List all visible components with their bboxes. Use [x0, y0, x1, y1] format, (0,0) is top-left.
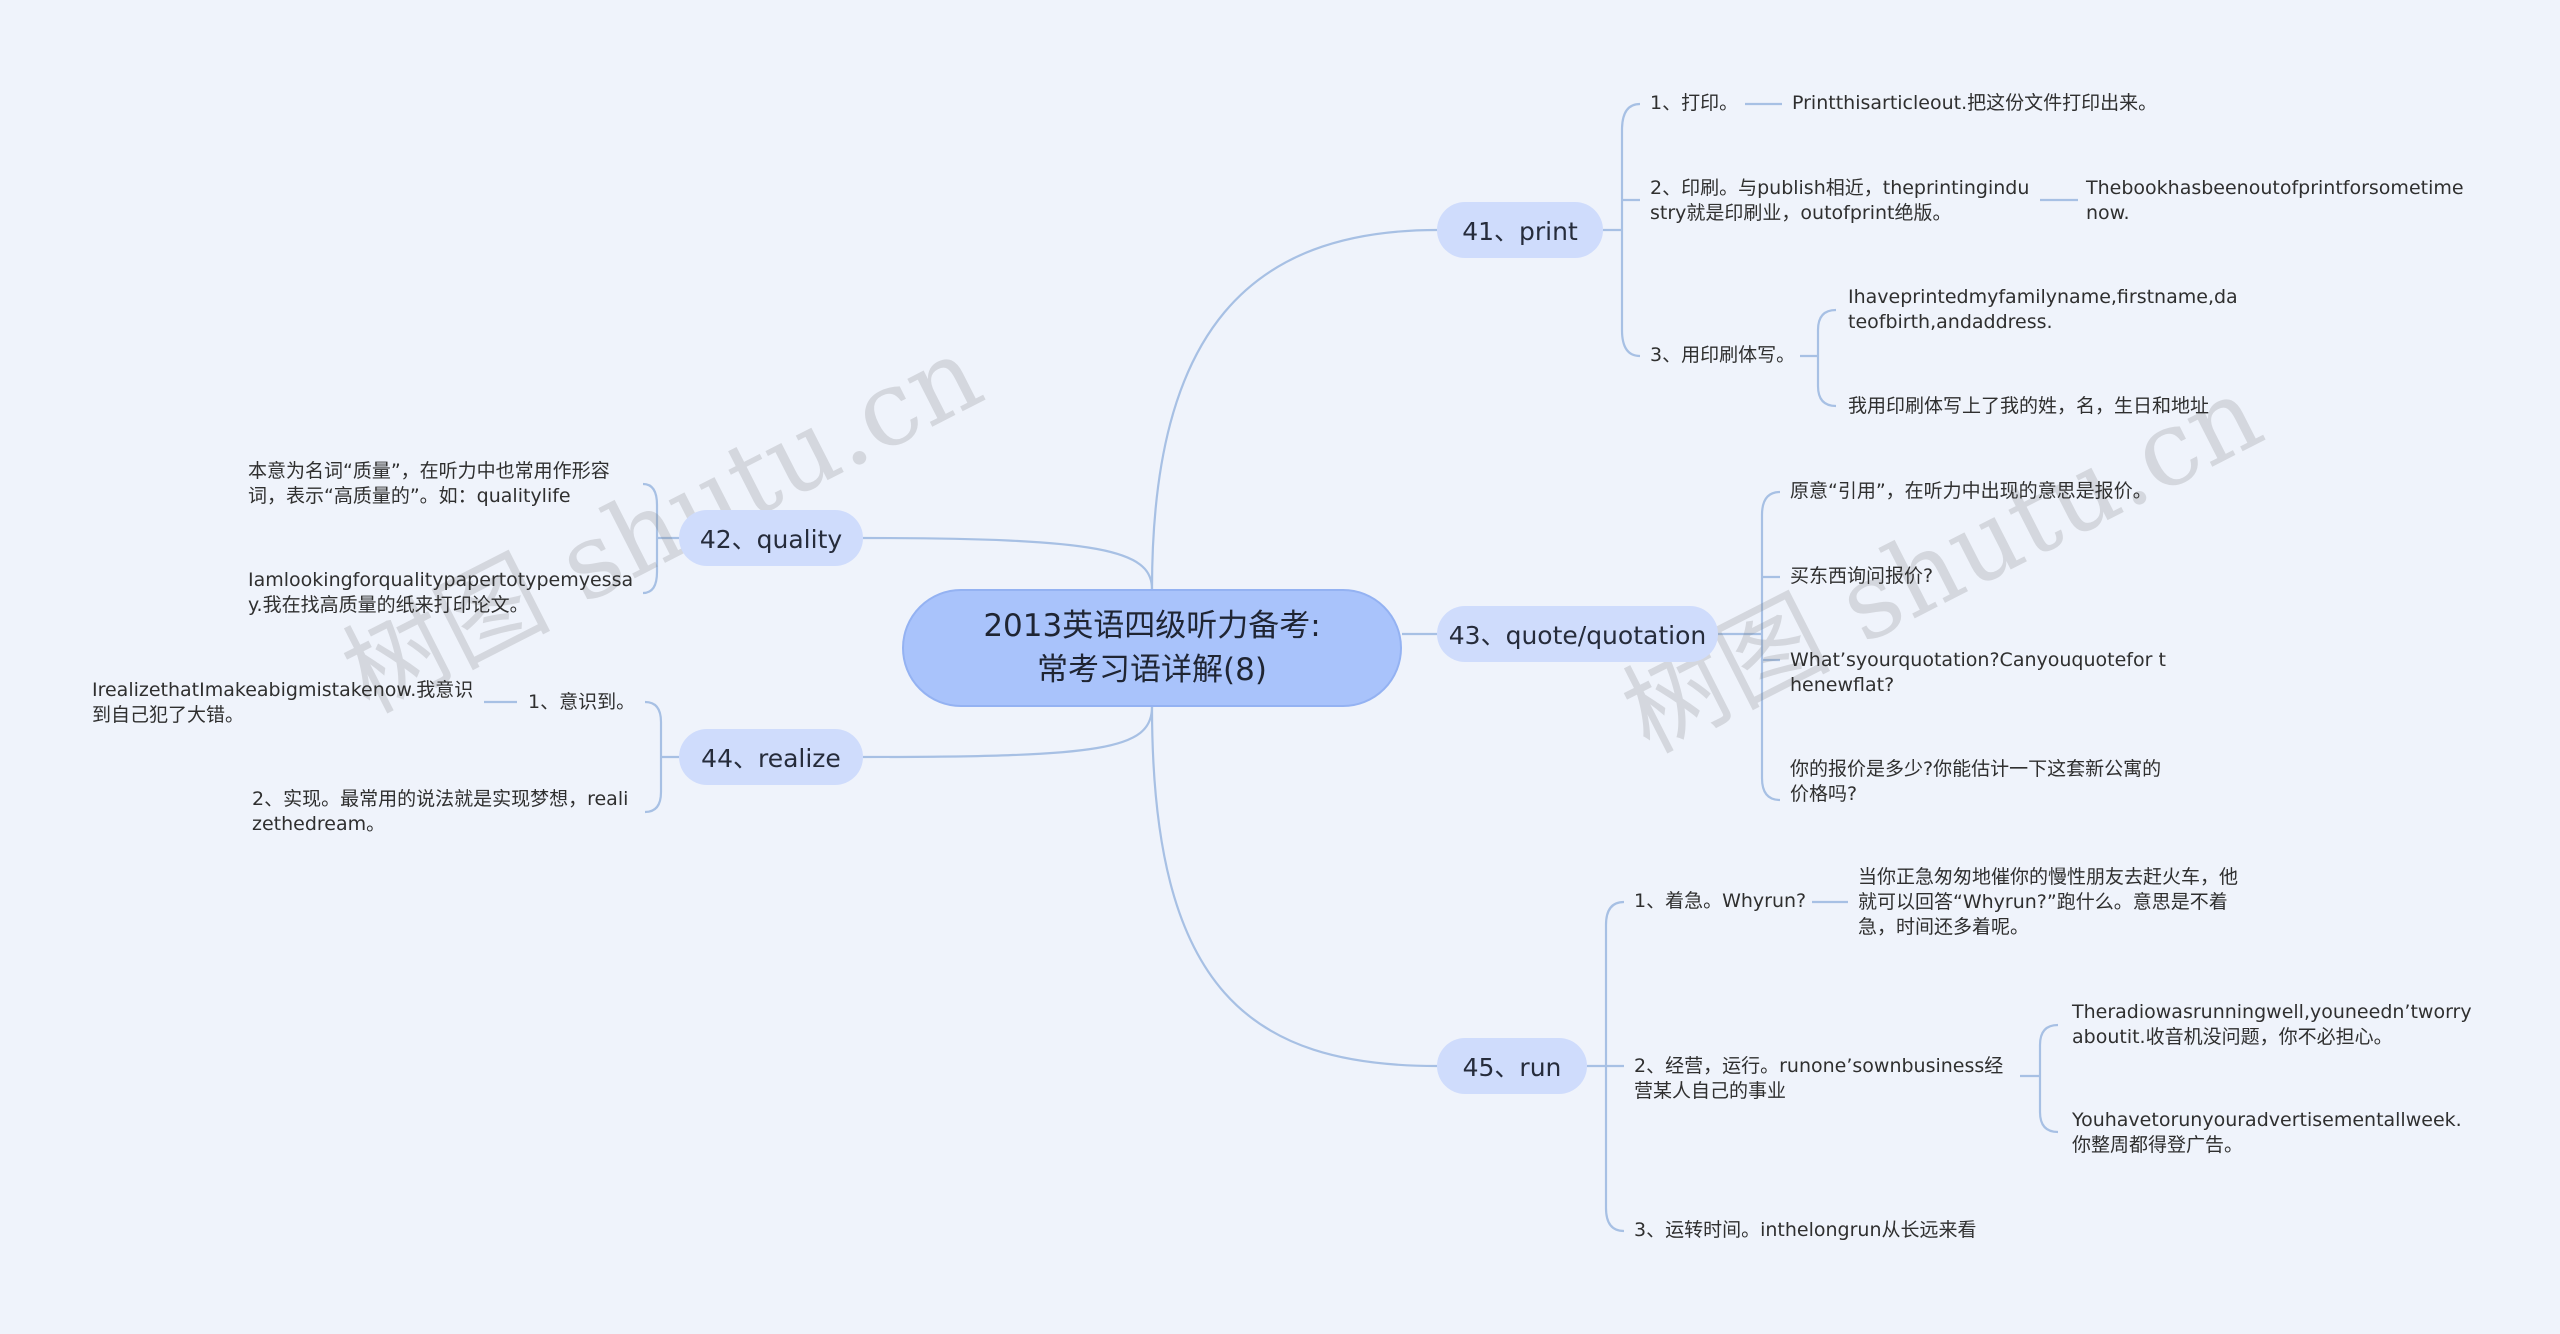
run-leaf-1-example[interactable]: 当你正急匆匆地催你的慢性朋友去赶火车，他就可以回答“Whyrun?”跑什么。意思…: [1858, 866, 2239, 938]
run-leaf-2[interactable]: 2、经营，运行。runone’sownbusiness经营某人自己的事业: [1634, 1055, 2004, 1102]
run-leaf-2-example-1[interactable]: Theradiowasrunningwell,youneedn’tworryab…: [2072, 1001, 2472, 1048]
quality-leaf-2[interactable]: Iamlookingforqualitypapertotypemyessay.我…: [248, 569, 634, 616]
root-topic[interactable]: 2013英语四级听力备考: 常考习语详解(8): [902, 589, 1402, 707]
quote-leaf-1[interactable]: 原意“引用”，在听力中出现的意思是报价。: [1790, 480, 2152, 502]
quote-leaf-3[interactable]: What’syourquotation?Canyouquotefor thene…: [1790, 649, 2166, 696]
print-leaf-1[interactable]: 1、打印。: [1650, 92, 1739, 114]
print-leaf-3-example-en[interactable]: Ihaveprintedmyfamilyname,firstname,dateo…: [1848, 286, 2238, 333]
run-leaf-2-example-2[interactable]: Youhavetorunyouradvertisementallweek.你整周…: [2072, 1109, 2462, 1156]
branch-realize[interactable]: 44、realize: [679, 729, 863, 785]
print-leaf-3[interactable]: 3、用印刷体写。: [1650, 344, 1796, 366]
branch-quality[interactable]: 42、quality: [679, 510, 863, 566]
print-leaf-1-example[interactable]: Printthisarticleout.把这份文件打印出来。: [1792, 92, 2158, 114]
print-leaf-2-example[interactable]: Thebookhasbeenoutofprintforsometimenow.: [2086, 177, 2464, 224]
quote-leaf-2[interactable]: 买东西询问报价?: [1790, 565, 1934, 587]
realize-leaf-1[interactable]: 1、意识到。: [528, 691, 636, 713]
print-leaf-2[interactable]: 2、印刷。与publish相近，theprintingindustry就是印刷业…: [1650, 177, 2030, 224]
branch-quote[interactable]: 43、quote/quotation: [1437, 606, 1718, 662]
realize-leaf-2[interactable]: 2、实现。最常用的说法就是实现梦想，realizethedream。: [252, 788, 629, 835]
quality-leaf-1[interactable]: 本意为名词“质量”，在听力中也常用作形容词，表示“高质量的”。如：quality…: [248, 460, 610, 507]
print-leaf-3-example-cn[interactable]: 我用印刷体写上了我的姓，名，生日和地址: [1848, 395, 2210, 417]
realize-leaf-1-example[interactable]: IrealizethatImakeabigmistakenow.我意识到自己犯了…: [92, 679, 474, 726]
root-topic-title: 2013英语四级听力备考: 常考习语详解(8): [983, 608, 1321, 688]
quote-leaf-4[interactable]: 你的报价是多少?你能估计一下这套新公寓的价格吗?: [1790, 758, 2162, 805]
run-leaf-1[interactable]: 1、着急。Whyrun?: [1634, 890, 1807, 912]
branch-print[interactable]: 41、print: [1437, 202, 1603, 258]
run-leaf-3[interactable]: 3、运转时间。inthelongrun从长远来看: [1634, 1219, 1977, 1241]
branch-run[interactable]: 45、run: [1437, 1038, 1587, 1094]
